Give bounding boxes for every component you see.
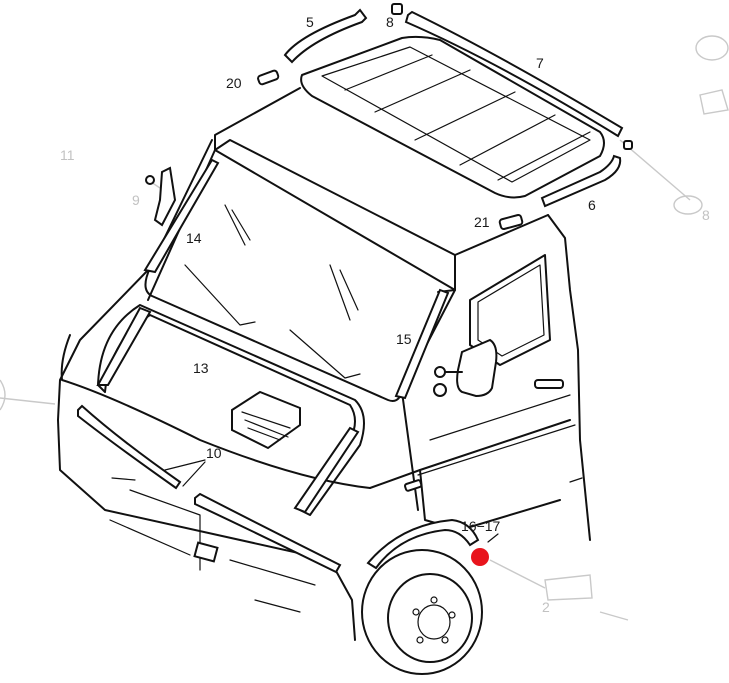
label-2: 2 [542,599,550,615]
front-strips [77,404,342,613]
label-10: 10 [206,445,222,461]
windscreen-strips [143,158,450,400]
label-20: 20 [226,75,242,91]
roof-panel [300,35,605,199]
label-16-17: 16−17 [461,518,501,534]
leader-lines [164,459,546,589]
label-21: 21 [474,214,490,230]
callout-labels: 5 8 7 20 11 9 6 8 21 14 15 13 10 16−17 2 [60,14,710,615]
roof-strips [257,3,633,231]
label-11: 11 [60,147,75,163]
label-7: 7 [536,55,544,71]
faded-parts [0,35,729,621]
label-14: 14 [186,230,202,246]
label-13: 13 [193,360,209,376]
label-9: 9 [132,192,140,208]
hood [96,304,365,516]
label-15: 15 [396,331,412,347]
label-6: 6 [588,197,596,213]
wheel-assembly [361,518,483,675]
label-5: 5 [306,14,314,30]
highlight-marker [471,548,489,566]
label-8-top: 8 [386,14,394,30]
label-8-right: 8 [702,207,710,223]
